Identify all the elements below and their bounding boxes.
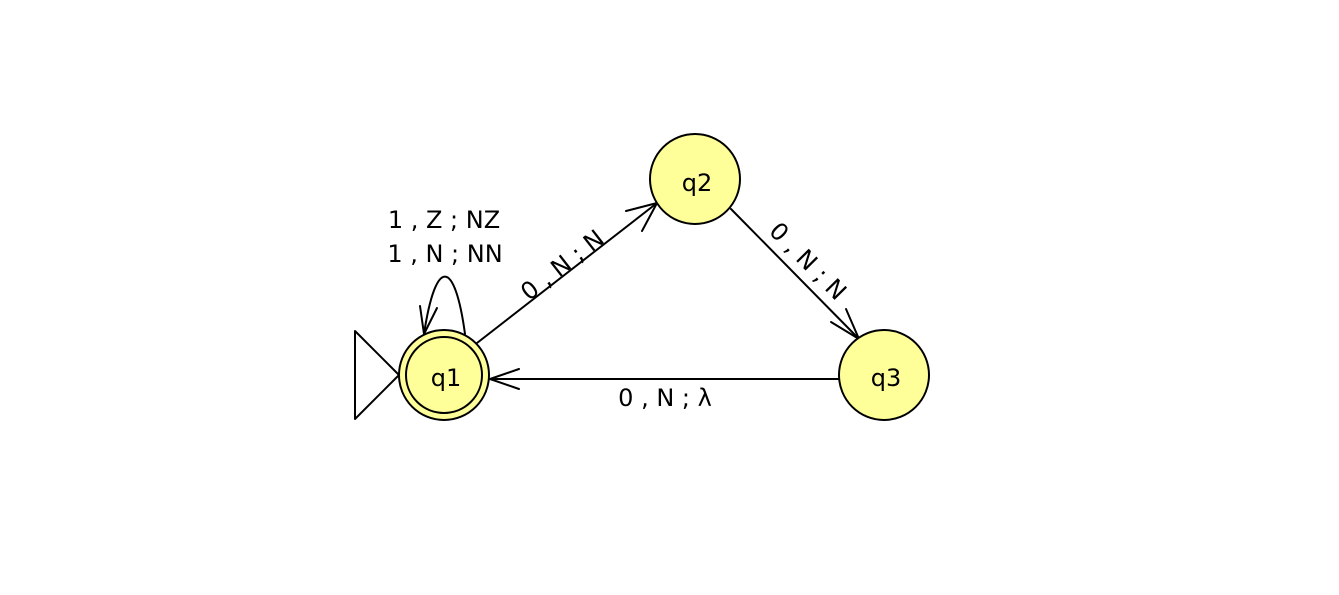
transition-q3-q1-label: 0 , N ; λ xyxy=(618,384,712,412)
initial-state-arrow xyxy=(354,330,400,420)
transition-q2-q3-line xyxy=(730,208,860,340)
transition-q3-q1-arrowhead xyxy=(489,368,520,390)
state-q2-circle xyxy=(649,133,741,225)
transition-q1-q1-loop xyxy=(423,275,466,335)
state-q3-circle xyxy=(838,329,930,421)
transition-q1-q2-label: 0 , N ; N xyxy=(515,224,609,306)
state-q3-label: q3 xyxy=(871,364,902,392)
state-q2-label: q2 xyxy=(682,169,713,197)
state-q1-final-ring xyxy=(405,336,483,414)
transition-q1-q1-label-2: 1 , N ; NN xyxy=(387,240,502,268)
state-q1-label: q1 xyxy=(431,364,462,392)
state-q1: q1 xyxy=(398,329,490,421)
transition-q1-q2-line xyxy=(476,202,658,344)
state-q2: q2 xyxy=(649,133,741,225)
transition-q2-q3-label: 0 , N ; N xyxy=(764,217,852,306)
state-q3: q3 xyxy=(838,329,930,421)
transition-q1-q1-label-1: 1 , Z ; NZ xyxy=(388,206,500,234)
